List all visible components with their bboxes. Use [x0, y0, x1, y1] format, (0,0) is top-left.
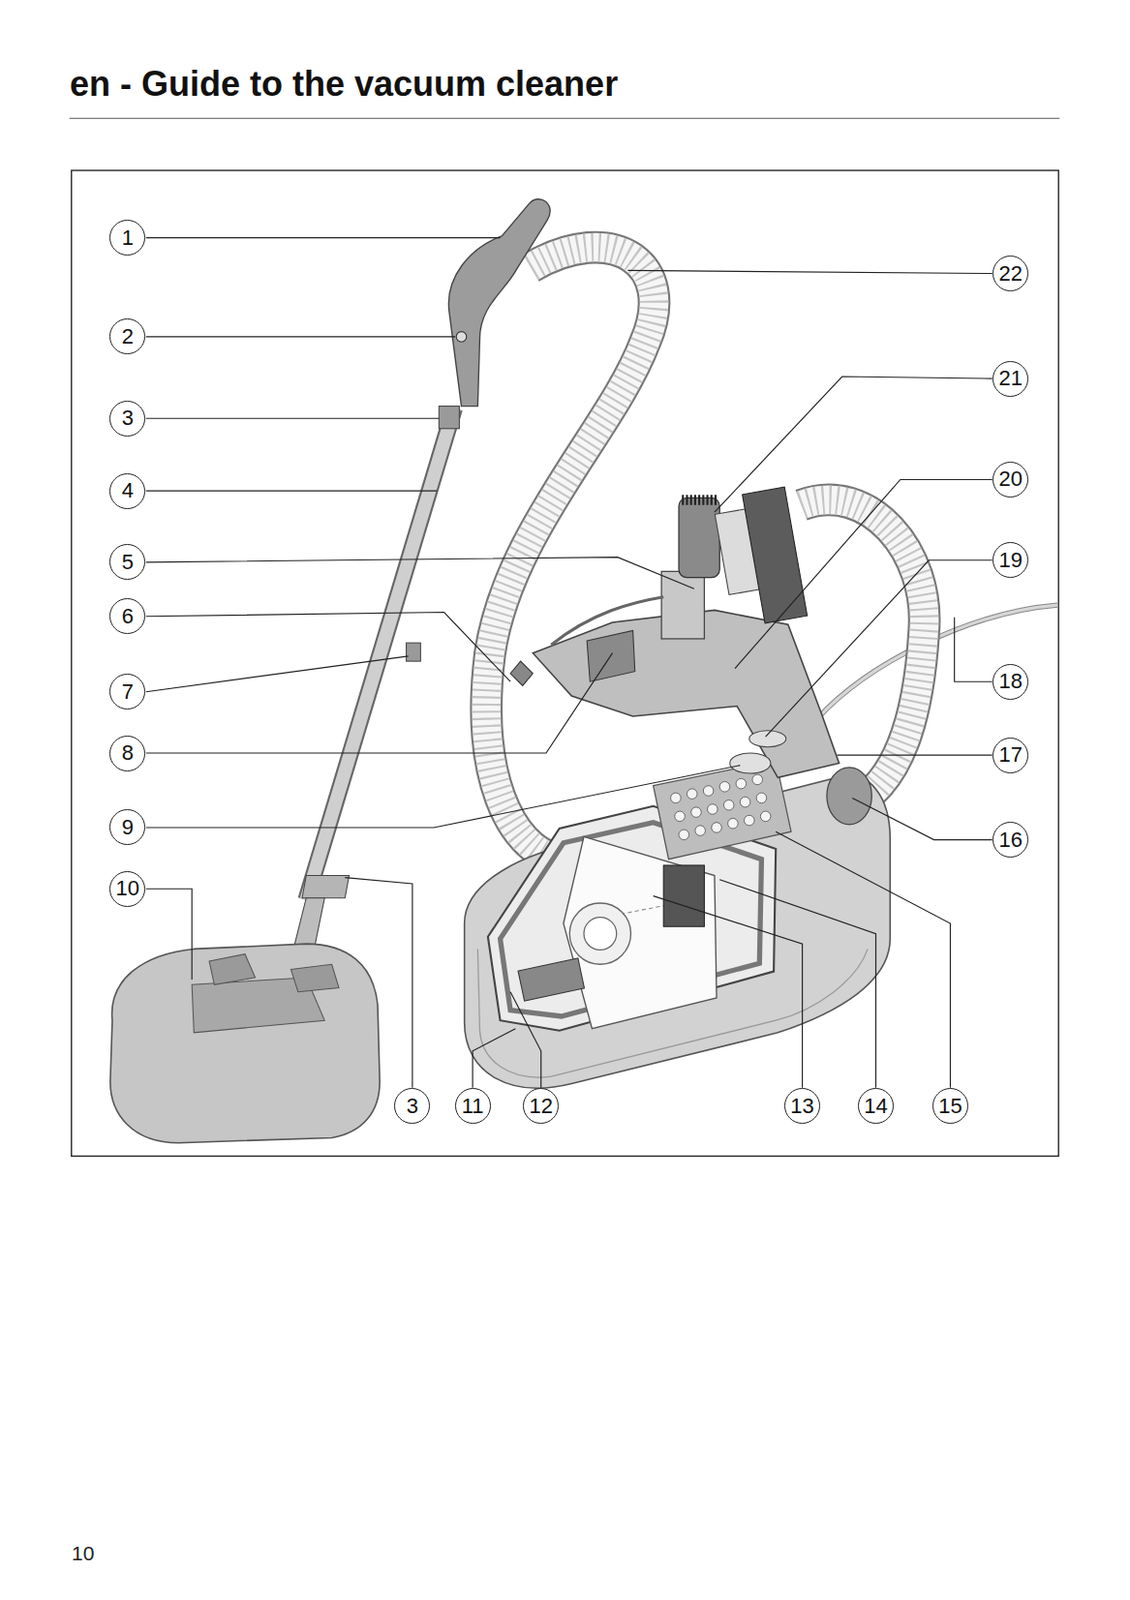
callout-number: 3 [122, 407, 134, 429]
callout-circle: 9 [109, 809, 146, 846]
callout-circle: 21 [992, 361, 1029, 398]
callout-circle: 18 [992, 664, 1029, 701]
page-title: en - Guide to the vacuum cleaner [69, 63, 618, 105]
callout-circle: 11 [455, 1088, 491, 1125]
callout-number: 14 [863, 1096, 887, 1118]
callout-number: 19 [998, 549, 1022, 572]
callout-circle: 5 [109, 544, 146, 581]
callout-number: 3 [406, 1096, 419, 1118]
callout-number: 2 [122, 326, 134, 348]
callout-circle: 3 [394, 1088, 430, 1125]
callout-number: 5 [122, 551, 134, 574]
callout-number: 16 [998, 829, 1022, 852]
callout-number: 8 [122, 742, 134, 764]
callout-circle: 7 [109, 673, 146, 710]
callout-circle: 22 [992, 255, 1029, 292]
callout-circle: 10 [109, 871, 146, 908]
callout-number: 7 [122, 681, 134, 703]
callout-number: 18 [998, 671, 1022, 693]
callout-circle: 14 [857, 1088, 894, 1125]
callout-circle: 19 [992, 542, 1029, 579]
page-number: 10 [71, 1542, 94, 1566]
callout-circle: 17 [992, 737, 1029, 774]
callout-number: 1 [122, 227, 134, 249]
callout-circle: 4 [109, 473, 146, 510]
callout-circle: 6 [109, 598, 146, 635]
callout-number: 21 [998, 367, 1022, 390]
callout-number: 4 [122, 480, 134, 502]
callout-number: 22 [998, 263, 1022, 285]
callout-circle: 2 [109, 318, 146, 355]
callout-circle: 12 [522, 1088, 559, 1125]
callout-circle: 20 [992, 461, 1029, 498]
callout-circle: 16 [992, 822, 1029, 858]
callout-number: 12 [528, 1096, 552, 1118]
callout-number: 9 [122, 817, 134, 839]
callout-number: 15 [938, 1096, 962, 1118]
callout-circle: 8 [109, 735, 146, 772]
callout-number: 20 [998, 468, 1022, 490]
callout-circle: 15 [932, 1088, 969, 1125]
callout-number: 13 [790, 1096, 814, 1118]
callout-number: 17 [998, 744, 1022, 766]
callout-circle: 1 [109, 219, 146, 256]
callout-number: 11 [461, 1096, 485, 1118]
callout-number: 10 [116, 878, 140, 900]
callout-number: 6 [122, 606, 134, 628]
callout-circle: 3 [109, 400, 146, 437]
callout-circle: 13 [784, 1088, 821, 1125]
